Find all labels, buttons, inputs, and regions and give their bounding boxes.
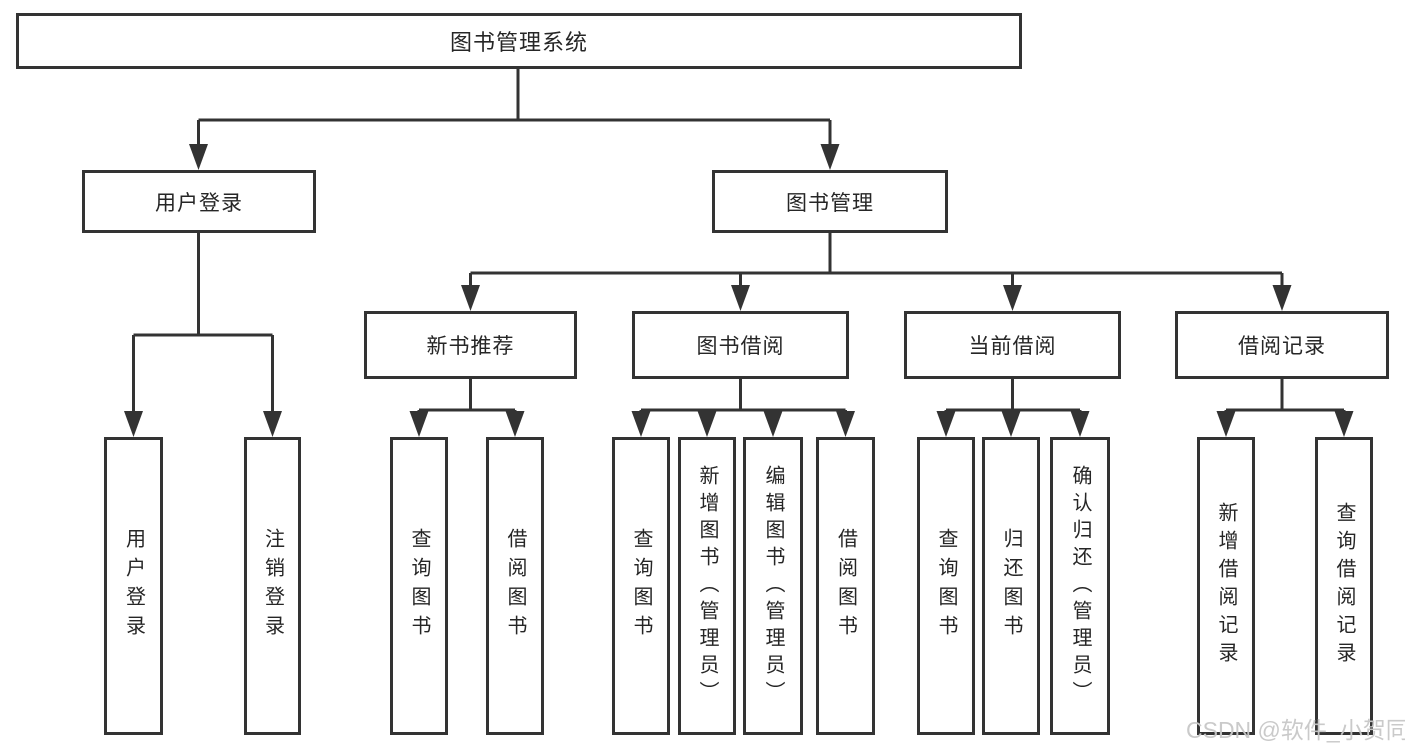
- node-current-borrowing: 当前借阅: [904, 311, 1121, 379]
- leaf-record-add-borrow-record: 新增借阅记录: [1197, 437, 1255, 735]
- connector-mgmt-to-level3: [469, 233, 1284, 288]
- connector-record-to-leaves: [1224, 379, 1346, 415]
- connector-newbook-to-leaves: [417, 379, 517, 415]
- leaf-newbook-borrow-books: 借阅图书: [486, 437, 544, 735]
- connector-current-to-leaves: [944, 379, 1082, 415]
- leaf-borrow-edit-books-admin: 编辑图书（管理员）: [743, 437, 803, 735]
- leaf-logout: 注销登录: [244, 437, 301, 735]
- node-book-borrowing: 图书借阅: [632, 311, 849, 379]
- csdn-watermark: CSDN @软件_小贺同学: [1186, 717, 1405, 743]
- node-book-management: 图书管理: [712, 170, 948, 233]
- leaf-record-query-borrow-record: 查询借阅记录: [1315, 437, 1373, 735]
- connector-borrow-to-leaves: [639, 379, 847, 415]
- connector-login-to-leaves: [132, 233, 274, 414]
- node-root: 图书管理系统: [16, 13, 1022, 69]
- leaf-current-return-books: 归还图书: [982, 437, 1040, 735]
- leaf-borrow-add-books-admin: 新增图书（管理员）: [678, 437, 736, 735]
- node-borrowing-records: 借阅记录: [1175, 311, 1389, 379]
- leaf-borrow-borrow-books: 借阅图书: [816, 437, 875, 735]
- node-new-book-recommend: 新书推荐: [364, 311, 577, 379]
- leaf-user-login: 用户登录: [104, 437, 163, 735]
- leaf-current-confirm-return-admin: 确认归还（管理员）: [1050, 437, 1110, 735]
- leaf-newbook-query-books: 查询图书: [390, 437, 448, 735]
- leaf-borrow-query-books: 查询图书: [612, 437, 670, 735]
- connector-root-to-level2: [197, 69, 832, 150]
- node-user-login: 用户登录: [82, 170, 316, 233]
- leaf-current-query-books: 查询图书: [917, 437, 975, 735]
